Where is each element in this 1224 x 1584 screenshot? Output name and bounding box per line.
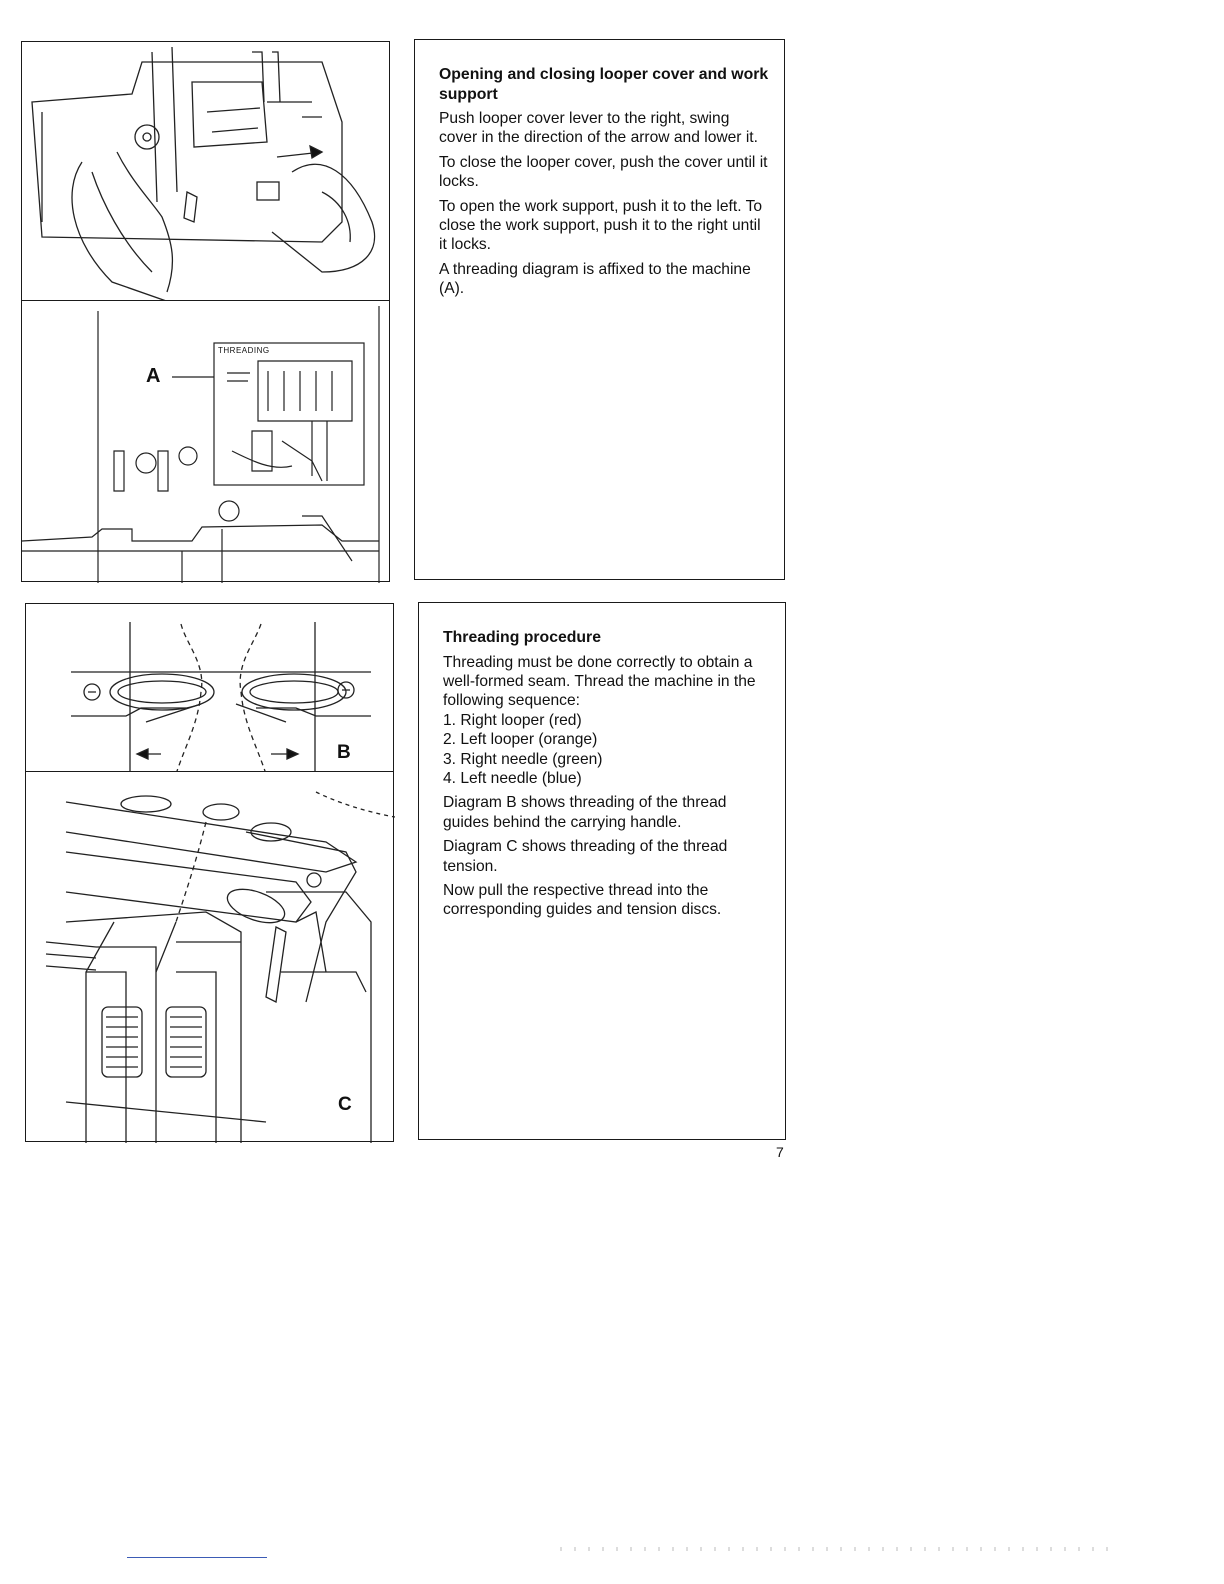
section-threading-procedure: Threading procedure Threading must be do… xyxy=(443,628,773,925)
section-title-looper-cover: Opening and closing looper cover and wor… xyxy=(439,66,769,103)
label-c: C xyxy=(338,1094,352,1115)
label-b: B xyxy=(337,742,351,763)
list-item: 3. Right needle (green) xyxy=(443,750,603,768)
figure-looper-cover xyxy=(21,41,390,303)
footer-line xyxy=(127,1557,267,1558)
paragraph: Push looper cover lever to the right, sw… xyxy=(439,110,758,147)
scan-artifacts xyxy=(560,1547,1120,1551)
thread-guides-illustration xyxy=(71,622,371,774)
section-title-threading-procedure: Threading procedure xyxy=(443,629,601,646)
page-number: 7 xyxy=(776,1144,784,1160)
paragraph: A threading diagram is affixed to the ma… xyxy=(439,260,751,298)
looper-cover-illustration xyxy=(31,46,376,303)
paragraph: Diagram C shows threading of the thread … xyxy=(443,838,728,875)
figure-thread-tension: C xyxy=(25,771,395,1143)
text-panel-looper-cover: Opening and closing looper cover and wor… xyxy=(414,39,785,580)
text-panel-threading-procedure: Threading procedure Threading must be do… xyxy=(418,602,786,1140)
threading-sticker-label: THREADING xyxy=(218,346,270,355)
figure-threading-diagram: A THREADING xyxy=(21,300,390,583)
threading-diagram-illustration xyxy=(22,306,380,583)
thread-tension-illustration xyxy=(45,791,395,1143)
label-a: A xyxy=(146,365,161,387)
list-item: 2. Left looper (orange) xyxy=(443,731,598,749)
paragraph: Diagram B shows threading of the thread … xyxy=(443,794,727,831)
paragraph: Threading must be done correctly to obta… xyxy=(443,653,756,710)
figure-thread-guides: B xyxy=(25,603,394,774)
section-looper-cover: Opening and closing looper cover and wor… xyxy=(439,65,769,304)
paragraph: Now pull the respective thread into the … xyxy=(443,881,722,919)
paragraph: To open the work support, push it to the… xyxy=(439,197,763,254)
list-item: 4. Left needle (blue) xyxy=(443,769,582,787)
threading-sequence-list: 1. Right looper (red) 2. Left looper (or… xyxy=(443,711,773,789)
list-item: 1. Right looper (red) xyxy=(443,711,582,729)
paragraph: To close the looper cover, push the cove… xyxy=(439,153,768,191)
